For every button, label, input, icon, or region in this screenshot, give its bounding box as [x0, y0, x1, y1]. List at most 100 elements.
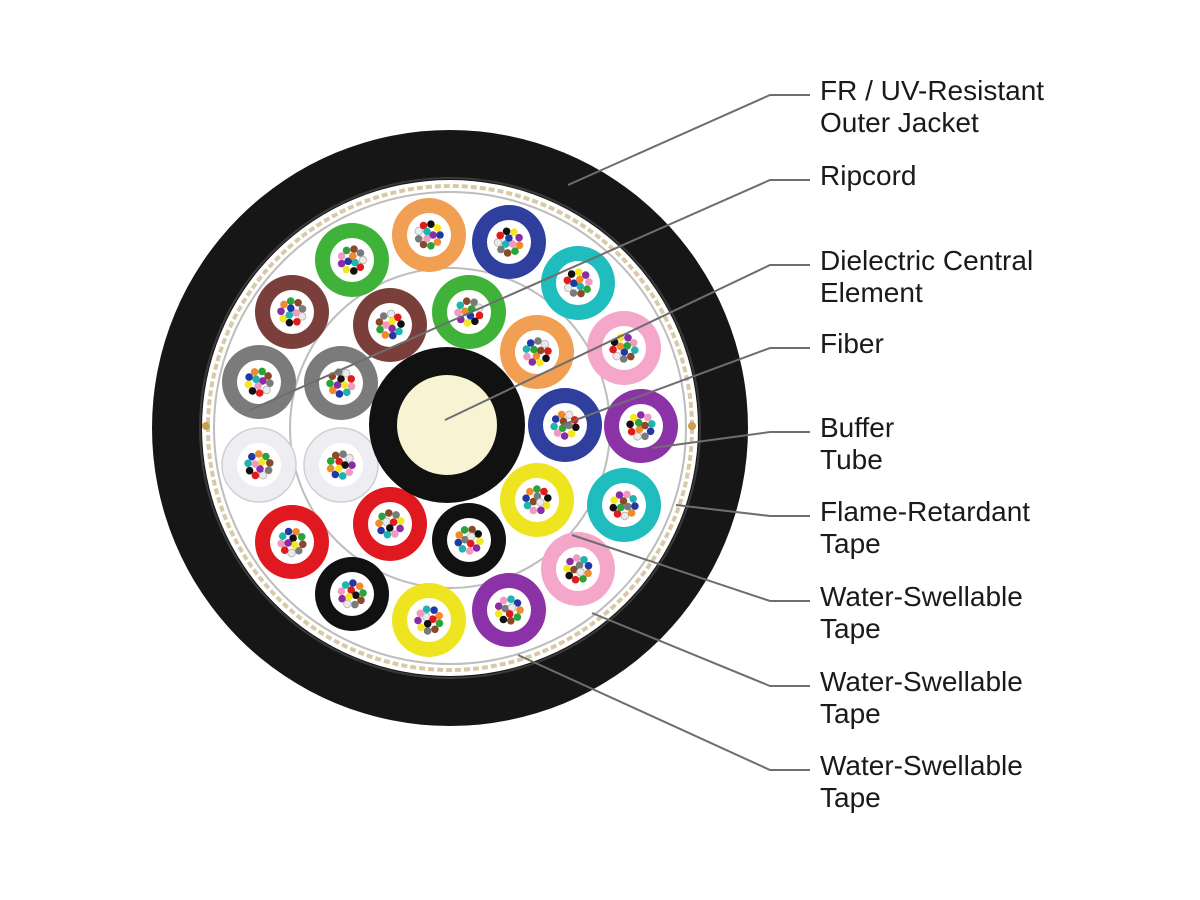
- fiber: [382, 321, 390, 329]
- buffer-tube-gel: [515, 330, 559, 374]
- fiber: [248, 452, 256, 461]
- leader-ripcord: [249, 179, 810, 411]
- label-swell-tape-1: Water-Swellable Tape: [820, 581, 1031, 644]
- fiber: [502, 227, 511, 236]
- fiber: [388, 324, 396, 333]
- fiber: [331, 470, 340, 479]
- fiber: [623, 342, 632, 350]
- fiber: [351, 258, 359, 267]
- fiber: [277, 539, 285, 548]
- label-fiber: Fiber: [820, 328, 884, 359]
- fiber: [540, 340, 549, 349]
- fiber: [530, 345, 538, 354]
- fiber: [414, 226, 423, 236]
- leader-swell-tape-3: [517, 654, 810, 771]
- label-swell-tape-3-line-2: Tape: [820, 782, 881, 813]
- fiber: [566, 557, 574, 566]
- fiber: [279, 314, 288, 323]
- buffer-tube-gel: [270, 290, 314, 334]
- buffer-tube-gel: [330, 572, 374, 616]
- fiber: [427, 220, 435, 228]
- fiber: [251, 460, 259, 468]
- fiber: [567, 270, 576, 278]
- fiber: [299, 540, 307, 549]
- fiber: [585, 278, 593, 286]
- fiber: [537, 506, 545, 515]
- fiber: [388, 317, 396, 326]
- buffer-tube-gel: [543, 403, 587, 447]
- fiber: [386, 524, 394, 532]
- fiber: [431, 625, 439, 634]
- fiber: [286, 297, 295, 305]
- label-swell-tape-3: Water-Swellable Tape: [820, 750, 1031, 813]
- label-flame-tape-line-2: Tape: [820, 528, 881, 559]
- fiber: [430, 606, 438, 614]
- fiber: [577, 289, 585, 298]
- fiber: [287, 304, 295, 313]
- fiber: [329, 386, 337, 395]
- fiber: [259, 377, 267, 385]
- fiber: [565, 571, 573, 580]
- fiber: [557, 410, 566, 419]
- fiber: [542, 501, 551, 510]
- fiber: [386, 309, 396, 319]
- leader-outer-jacket: [567, 94, 810, 186]
- fiber: [341, 461, 349, 469]
- fiber: [540, 487, 548, 496]
- label-buffer-tube: Buffer Tube: [820, 412, 902, 475]
- fiber: [507, 617, 515, 625]
- fiber: [335, 390, 344, 398]
- fiber: [251, 471, 260, 480]
- fiber: [389, 331, 397, 340]
- label-ripcord: Ripcord: [820, 160, 916, 191]
- fiber: [285, 318, 294, 327]
- label-swell-tape-2-line-1: Water-Swellable: [820, 666, 1023, 697]
- jacket-inner-edge: [199, 177, 701, 679]
- fiber: [331, 451, 340, 460]
- fiber: [503, 249, 512, 257]
- fiber: [623, 490, 631, 499]
- fiber: [516, 606, 524, 614]
- fiber: [461, 535, 469, 544]
- fiber: [343, 388, 351, 397]
- fiber: [358, 255, 368, 265]
- fiber: [381, 331, 390, 339]
- fiber: [337, 252, 346, 260]
- fiber: [417, 623, 425, 632]
- fiber: [627, 352, 635, 361]
- fiber: [383, 530, 392, 539]
- buffer-tube: [221, 427, 297, 503]
- fiber: [609, 503, 618, 512]
- buffer-tube-gel: [319, 361, 363, 405]
- buffer-tube: [472, 205, 546, 279]
- fiber: [293, 318, 301, 326]
- fiber: [529, 506, 538, 515]
- fiber: [333, 381, 342, 389]
- fiber: [571, 575, 580, 584]
- leader-buffer-tube: [651, 431, 810, 449]
- fiber: [633, 432, 642, 441]
- label-swell-tape-1-line-1: Water-Swellable: [820, 581, 1023, 612]
- fiber: [414, 616, 422, 625]
- fiber: [510, 228, 518, 236]
- fiber: [533, 485, 541, 493]
- fiber: [499, 615, 508, 624]
- buffer-tube-gel: [556, 261, 600, 305]
- buffer-tube: [222, 345, 296, 419]
- fiber: [295, 546, 303, 555]
- fiber: [505, 234, 513, 242]
- fiber: [357, 596, 365, 605]
- fiber: [345, 453, 354, 463]
- buffer-tube-gel: [237, 360, 281, 404]
- buffer-tube: [392, 583, 466, 657]
- fiber: [377, 526, 385, 535]
- fiber: [342, 369, 351, 378]
- fiber: [458, 545, 467, 553]
- fiber: [496, 231, 505, 240]
- fiber: [349, 579, 357, 587]
- leader-flame-tape: [675, 504, 810, 517]
- fiber: [349, 252, 357, 260]
- fiber: [396, 524, 404, 533]
- fiber: [262, 452, 270, 461]
- buffer-tube-gel: [619, 404, 663, 448]
